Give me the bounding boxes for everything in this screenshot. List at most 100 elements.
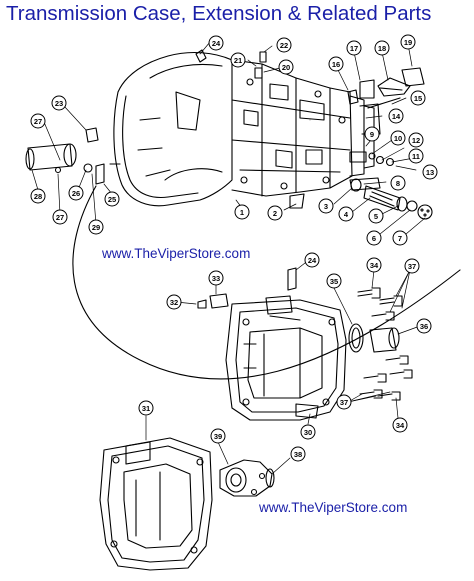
- callout-number: 14: [392, 112, 401, 121]
- callout-circle: [104, 191, 120, 207]
- callout-number: 19: [404, 38, 412, 47]
- callout-38: 38: [290, 446, 306, 462]
- callout-18: 18: [374, 40, 390, 56]
- callout-39: 39: [210, 428, 226, 444]
- callout-number: 24: [212, 39, 221, 48]
- callout-circle: [210, 428, 226, 444]
- callout-7: 7: [392, 230, 408, 246]
- callout-35: 35: [326, 273, 342, 289]
- callout-21: 21: [230, 52, 246, 68]
- callout-number: 2: [273, 209, 277, 218]
- callout-number: 24: [308, 256, 317, 265]
- callout-10: 10: [390, 130, 406, 146]
- callout-circle: [422, 164, 438, 180]
- callout-number: 31: [142, 404, 150, 413]
- bolts-drawing: [357, 287, 413, 401]
- callout-number: 7: [398, 234, 402, 243]
- callout-number: 3: [324, 202, 328, 211]
- callout-circle: [392, 230, 408, 246]
- callout-14: 14: [388, 108, 404, 124]
- callout-number: 21: [234, 56, 242, 65]
- callout-circle: [290, 446, 306, 462]
- flange-drawing: [219, 459, 275, 497]
- callout-number: 25: [108, 195, 116, 204]
- callout-24: 24: [304, 252, 320, 268]
- callout-number: 38: [294, 450, 302, 459]
- callout-circle: [234, 204, 250, 220]
- callout-19: 19: [400, 34, 416, 50]
- callout-circle: [326, 273, 342, 289]
- callout-24: 24: [208, 35, 224, 51]
- callout-23: 23: [51, 95, 67, 111]
- callout-number: 6: [372, 234, 376, 243]
- callout-number: 30: [304, 428, 312, 437]
- callout-circle: [392, 417, 408, 433]
- callout-circle: [138, 400, 154, 416]
- callout-circle: [230, 52, 246, 68]
- callout-number: 32: [170, 298, 178, 307]
- leader-lines-top: [31, 41, 426, 235]
- callout-circle: [278, 59, 294, 75]
- callout-circle: [374, 40, 390, 56]
- diagram-title: Transmission Case, Extension & Related P…: [6, 2, 432, 25]
- callout-number: 23: [55, 99, 63, 108]
- callout-number: 37: [408, 262, 416, 271]
- callout-circle: [318, 198, 334, 214]
- callout-circle: [208, 270, 224, 286]
- callout-number: 27: [34, 117, 42, 126]
- leader-lines-middle: [175, 255, 421, 425]
- callout-number: 28: [34, 192, 42, 201]
- callout-27: 27: [30, 113, 46, 129]
- callout-22: 22: [276, 37, 292, 53]
- callout-15: 15: [410, 90, 426, 106]
- callout-37: 37: [336, 394, 352, 410]
- callout-circle: [408, 132, 424, 148]
- transmission-case-drawing: [113, 52, 375, 207]
- callout-circle: [390, 175, 406, 191]
- callout-circle: [366, 230, 382, 246]
- callout-28: 28: [30, 188, 46, 204]
- callout-circle: [388, 108, 404, 124]
- callout-27: 27: [52, 209, 68, 225]
- website-watermark-bottom: www.TheViperStore.com: [259, 500, 408, 515]
- callout-number: 4: [344, 210, 349, 219]
- callout-20: 20: [278, 59, 294, 75]
- callout-25: 25: [104, 191, 120, 207]
- callout-number: 12: [412, 136, 420, 145]
- callout-circle: [408, 148, 424, 164]
- callout-circle: [30, 113, 46, 129]
- callout-number: 9: [370, 130, 374, 139]
- leader-lines-bottom: [145, 415, 291, 475]
- callout-33: 33: [208, 270, 224, 286]
- callout-circle: [366, 257, 382, 273]
- callout-circle: [267, 205, 283, 221]
- callout-8: 8: [390, 175, 406, 191]
- callout-circle: [276, 37, 292, 53]
- callout-4: 4: [338, 206, 354, 222]
- callout-circle: [166, 294, 182, 310]
- callout-number: 5: [374, 212, 378, 221]
- callout-circle: [328, 56, 344, 72]
- callout-circle: [88, 219, 104, 235]
- callout-circle: [364, 126, 380, 142]
- callout-number: 39: [214, 432, 222, 441]
- callout-circle: [416, 318, 432, 334]
- callout-9: 9: [364, 126, 380, 142]
- callout-number: 17: [350, 44, 358, 53]
- callout-2: 2: [267, 205, 283, 221]
- callout-number: 8: [396, 179, 400, 188]
- callout-number: 15: [414, 94, 422, 103]
- callout-29: 29: [88, 219, 104, 235]
- callout-circle: [338, 206, 354, 222]
- extension-housing-drawing: [197, 267, 400, 421]
- callout-number: 27: [56, 213, 64, 222]
- connecting-loop-line: [72, 185, 461, 380]
- callout-circle: [300, 424, 316, 440]
- callout-circle: [30, 188, 46, 204]
- rear-small-parts-drawing: [349, 177, 433, 220]
- callout-number: 20: [282, 63, 290, 72]
- callout-number: 1: [240, 208, 244, 217]
- callout-17: 17: [346, 40, 362, 56]
